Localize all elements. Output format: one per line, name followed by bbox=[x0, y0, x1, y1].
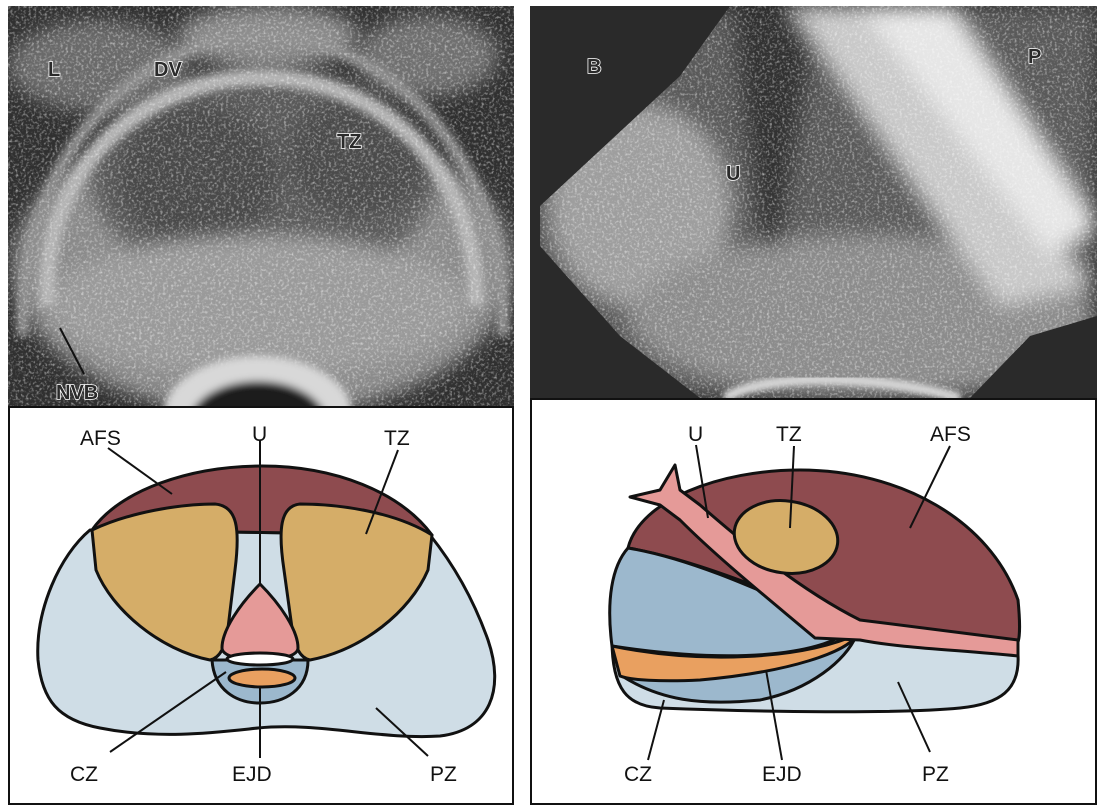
verumontanum-region bbox=[227, 653, 293, 665]
diagram-transverse-panel: AFS U TZ CZ EJD PZ bbox=[8, 406, 514, 805]
ultrasound-sagittal-panel: B P U bbox=[530, 6, 1097, 398]
label-p: P bbox=[1028, 46, 1041, 68]
label-tz: TZ bbox=[384, 427, 410, 450]
label-u: U bbox=[252, 423, 267, 446]
diagram-sagittal: U TZ AFS CZ EJD PZ bbox=[532, 400, 1095, 803]
label-afs: AFS bbox=[80, 427, 121, 450]
label-afs: AFS bbox=[930, 423, 971, 446]
diagram-transverse: AFS U TZ CZ EJD PZ bbox=[10, 408, 512, 803]
label-tz: TZ bbox=[776, 423, 802, 446]
label-l: L bbox=[48, 59, 60, 81]
label-pz: PZ bbox=[430, 763, 457, 786]
ultrasound-transverse-panel: L DV TZ NVB bbox=[8, 6, 514, 406]
label-u: U bbox=[726, 163, 740, 185]
label-b: B bbox=[587, 56, 601, 78]
label-u: U bbox=[688, 423, 703, 446]
label-pz: PZ bbox=[922, 763, 949, 786]
label-cz: CZ bbox=[70, 763, 98, 786]
label-ejd: EJD bbox=[762, 763, 802, 786]
label-cz: CZ bbox=[624, 763, 652, 786]
label-nvb: NVB bbox=[56, 382, 98, 404]
label-ejd: EJD bbox=[232, 763, 272, 786]
ejd-region bbox=[229, 669, 295, 687]
ultrasound-sagittal-image: B P U bbox=[530, 6, 1097, 398]
label-dv: DV bbox=[154, 59, 182, 81]
afs-leader-line bbox=[108, 448, 172, 494]
ultrasound-transverse-image: L DV TZ NVB bbox=[8, 6, 514, 406]
label-tz: TZ bbox=[337, 131, 361, 153]
diagram-sagittal-panel: U TZ AFS CZ EJD PZ bbox=[530, 398, 1097, 805]
